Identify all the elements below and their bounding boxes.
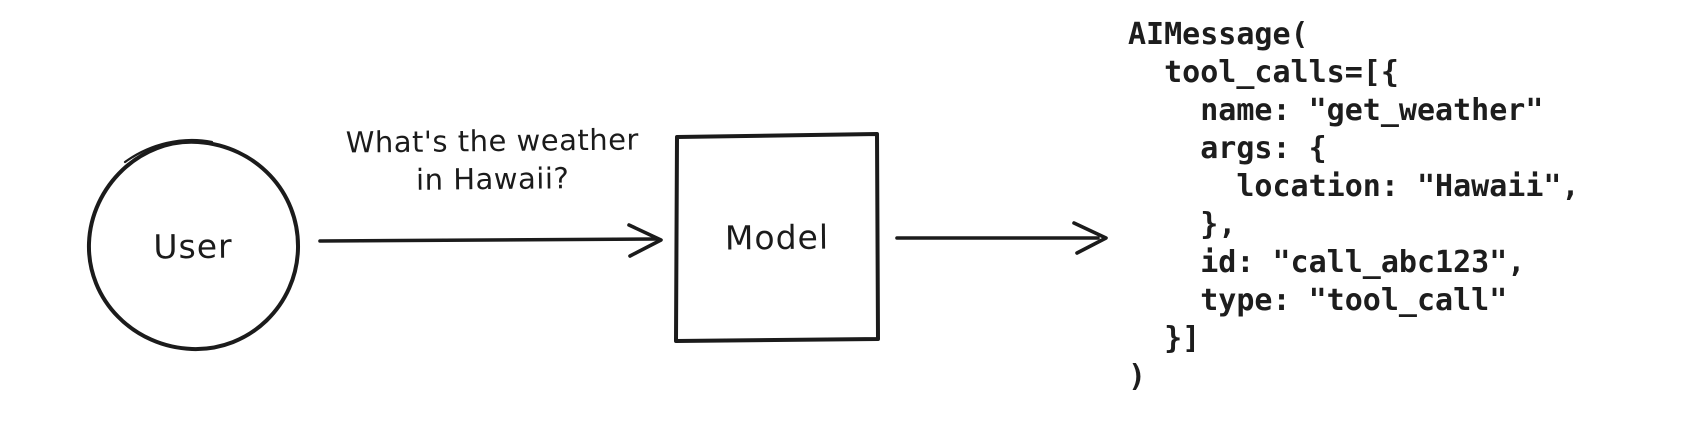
request-message-line1: What's the weather bbox=[345, 122, 640, 160]
code-line: type: "tool_call" bbox=[1128, 283, 1508, 318]
user-circle-shape bbox=[86, 138, 301, 352]
model-node-label: Model bbox=[724, 217, 830, 258]
code-line: id: "call_abc123", bbox=[1128, 245, 1526, 280]
request-message-text: What's the weather in Hawaii? bbox=[300, 120, 686, 200]
user-to-model-arrow bbox=[318, 223, 663, 258]
user-node-label: User bbox=[153, 226, 233, 266]
request-message-line2: in Hawaii? bbox=[415, 161, 570, 197]
code-line: }] bbox=[1128, 321, 1201, 356]
model-node: Model bbox=[675, 133, 879, 342]
code-line: tool_calls=[{ bbox=[1128, 55, 1399, 90]
code-line: args: { bbox=[1128, 131, 1327, 166]
code-line: }, bbox=[1128, 207, 1237, 242]
user-node: User bbox=[87, 142, 299, 350]
aimessage-code-block: AIMessage( tool_calls=[{ name: "get_weat… bbox=[1128, 16, 1580, 396]
code-line: AIMessage( bbox=[1128, 17, 1309, 52]
code-line: location: "Hawaii", bbox=[1128, 169, 1580, 204]
model-box-shape bbox=[674, 132, 880, 343]
code-line: ) bbox=[1128, 359, 1147, 394]
code-line: name: "get_weather" bbox=[1128, 93, 1544, 128]
model-to-output-arrow bbox=[895, 221, 1108, 255]
